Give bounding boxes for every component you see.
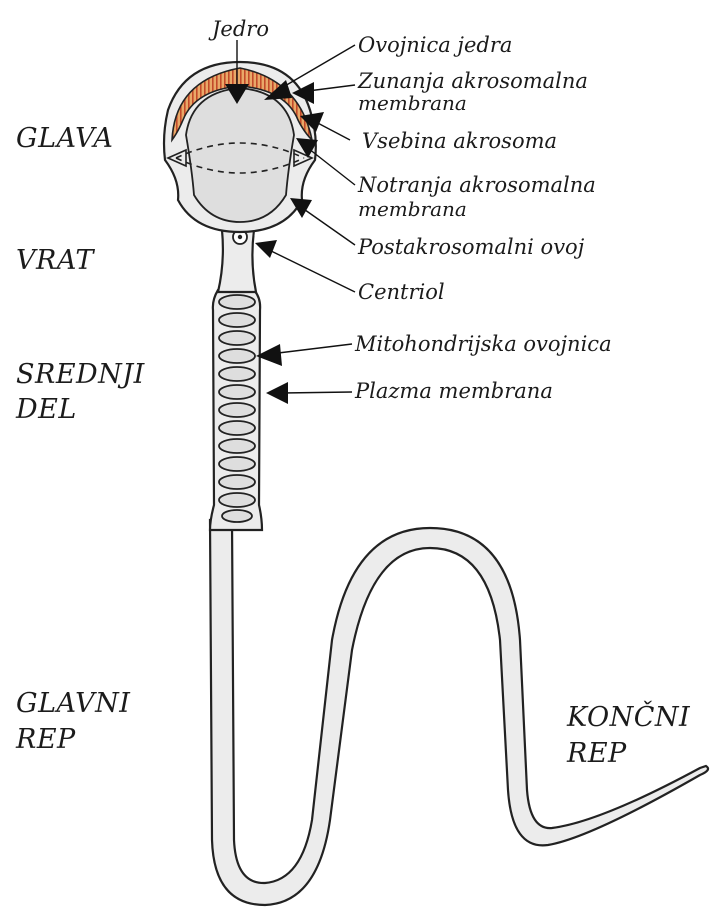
label-postacrosomal-sheath: Postakrosomalni ovoj (357, 235, 585, 259)
label-head: GLAVA (16, 123, 113, 154)
label-main-tail-1: GLAVNI (16, 688, 131, 719)
label-midpiece-1: SREDNJI (16, 359, 146, 390)
label-neck: VRAT (16, 245, 95, 276)
label-outer-acrosomal-2: membrana (358, 91, 467, 115)
label-inner-acrosomal-1: Notranja akrosomalna (357, 173, 596, 197)
label-nucleus: Jedro (208, 17, 269, 41)
label-outer-acrosomal-1: Zunanja akrosomalna (357, 69, 588, 93)
label-midpiece-2: DEL (15, 394, 77, 425)
label-end-tail-1: KONČNI (566, 699, 691, 733)
label-nuclear-envelope: Ovojnica jedra (358, 33, 512, 57)
label-end-tail-2: REP (566, 738, 627, 769)
label-acrosome-content: Vsebina akrosoma (362, 129, 557, 153)
label-centriole: Centriol (358, 280, 445, 304)
label-mitochondrial-sheath: Mitohondrijska ovojnica (354, 332, 612, 356)
label-inner-acrosomal-2: membrana (358, 197, 467, 221)
nucleus-shape (186, 88, 294, 222)
label-plasma-membrane: Plazma membrana (354, 379, 553, 403)
label-main-tail-2: REP (15, 724, 76, 755)
